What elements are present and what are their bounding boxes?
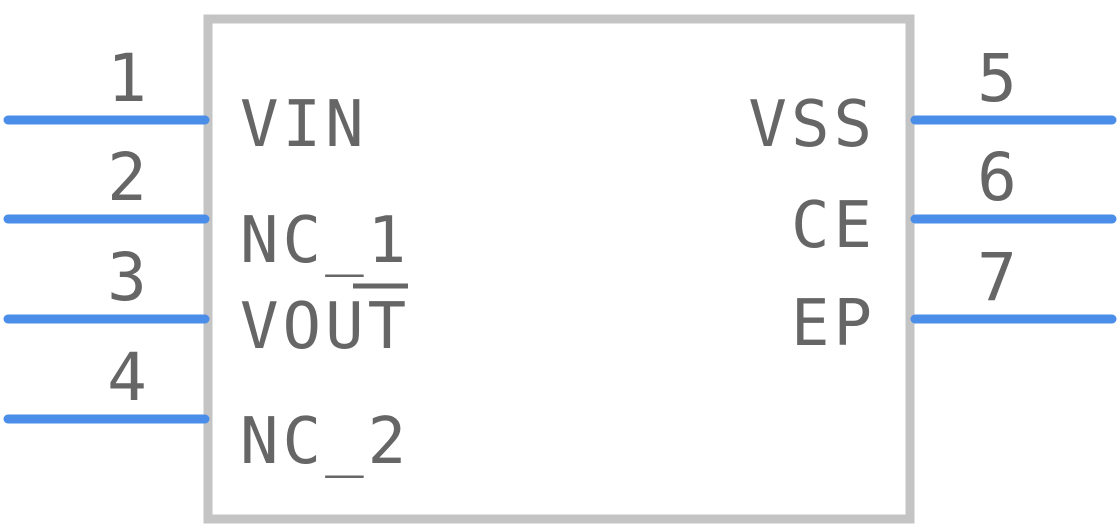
right-pin-group: 5 VSS 6 CE 7 EP bbox=[748, 40, 1117, 361]
pin-5-label: VSS bbox=[748, 88, 876, 162]
pin-7-label: EP bbox=[791, 287, 876, 361]
pin-3-number: 3 bbox=[107, 239, 147, 316]
pin-4-label: NC_2 bbox=[240, 405, 410, 479]
left-pin-group: 1 VIN 2 NC_1 3 VOUT 4 NC_2 bbox=[3, 40, 410, 479]
pin-6-number: 6 bbox=[977, 139, 1017, 216]
pin-4-number: 4 bbox=[107, 339, 147, 416]
pin-1-number: 1 bbox=[107, 40, 147, 117]
pin-2-label: NC_1 bbox=[240, 204, 410, 278]
pin-5-number: 5 bbox=[977, 40, 1017, 117]
pin-2-number: 2 bbox=[107, 139, 147, 216]
pin-6-label: CE bbox=[791, 189, 876, 263]
pin-7-number: 7 bbox=[977, 239, 1017, 316]
component-body-outline bbox=[203, 14, 915, 524]
pin-3-label: VOUT bbox=[240, 290, 410, 364]
pin-1-label: VIN bbox=[240, 88, 368, 162]
